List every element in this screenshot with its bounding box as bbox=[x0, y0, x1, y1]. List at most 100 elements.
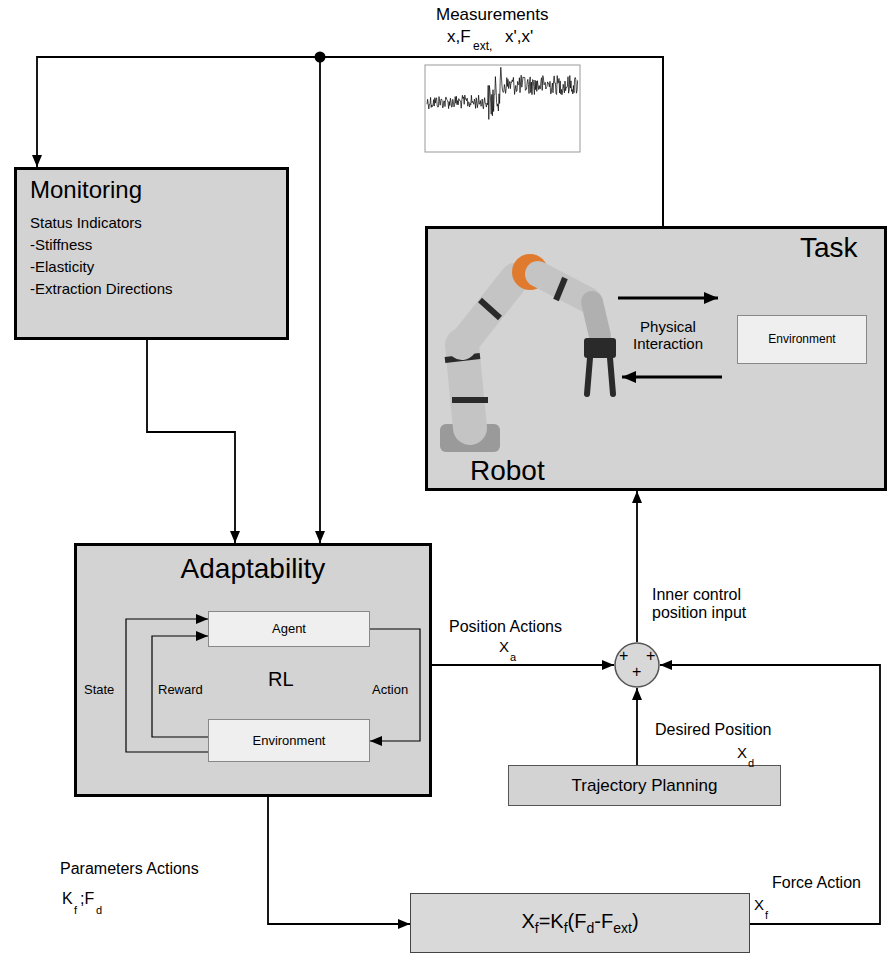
connector-arrow bbox=[370, 629, 420, 741]
interaction-label: Physical Interaction bbox=[616, 318, 720, 353]
formula-part: -F bbox=[594, 910, 613, 932]
edge-label: Parameters Actions bbox=[60, 860, 199, 877]
text-slot: + bbox=[632, 663, 641, 681]
text-row: Environment bbox=[253, 733, 326, 749]
signal-name: X bbox=[499, 638, 509, 655]
rl-label: RL bbox=[268, 668, 294, 690]
monitoring-box: MonitoringStatus Indicators -Stiffness -El… bbox=[14, 167, 289, 340]
signal-subscript: a bbox=[510, 651, 516, 663]
box-label: Environment bbox=[768, 332, 835, 346]
text-slot: RL bbox=[268, 668, 294, 691]
connector-arrow bbox=[147, 340, 235, 543]
text-slot: ;F bbox=[80, 890, 94, 908]
text-slot: + bbox=[619, 647, 628, 665]
plus-sign: + bbox=[619, 647, 628, 664]
text-slot: x',x' bbox=[505, 27, 533, 47]
connector-arrow bbox=[636, 688, 638, 765]
signal-name: x,F bbox=[447, 27, 471, 46]
connector-arrow bbox=[268, 797, 410, 924]
box-label: Agent bbox=[272, 621, 306, 636]
panel-heading: Monitoring bbox=[30, 176, 142, 203]
text-slot: d bbox=[748, 753, 754, 771]
signal-name: x',x' bbox=[505, 27, 533, 46]
formula-part: =K bbox=[539, 910, 564, 932]
signal-name: ;F bbox=[80, 890, 94, 907]
status-text: -Stiffness bbox=[30, 236, 92, 253]
text-slot: x,F bbox=[447, 27, 471, 47]
connector-arrow bbox=[37, 57, 663, 226]
text-slot: Task bbox=[800, 232, 858, 264]
text-slot: f bbox=[765, 905, 768, 923]
plus-sign: + bbox=[632, 663, 641, 680]
text-slot: Physical Interaction bbox=[616, 318, 720, 353]
text-slot: X bbox=[499, 638, 509, 656]
text-slot: X bbox=[737, 744, 747, 762]
edge-label: Force Action bbox=[772, 874, 861, 891]
connector-arrow bbox=[320, 57, 663, 543]
text-slot: Parameters Actions bbox=[60, 860, 199, 878]
plot-frame bbox=[425, 65, 580, 152]
connector-arrow bbox=[660, 665, 880, 924]
formula-part: d bbox=[587, 920, 595, 936]
box-label: Environment bbox=[253, 733, 326, 748]
edge-label: Position Actions bbox=[449, 618, 562, 635]
text-slot: Reward bbox=[158, 680, 203, 698]
formula-part: ) bbox=[632, 910, 639, 932]
edge-label: Action bbox=[372, 682, 408, 697]
text-slot: Measurements bbox=[436, 5, 548, 25]
status-text: -Elasticity bbox=[30, 258, 94, 275]
signal-trace bbox=[427, 67, 578, 119]
signal-name: K bbox=[62, 890, 73, 907]
formula-part: X bbox=[521, 910, 534, 932]
signal-subscript: ext, bbox=[473, 39, 492, 53]
text-slot: -Elasticity bbox=[30, 258, 94, 276]
text-row: Xf=Kf(Fd-Fext) bbox=[521, 910, 638, 936]
text-slot: Status Indicators bbox=[30, 214, 142, 232]
text-slot: Force Action bbox=[772, 874, 861, 892]
panel-heading: Task bbox=[800, 232, 858, 263]
adaptability-box: AdaptabilityRL AgentEnvironment bbox=[74, 543, 432, 797]
text-slot: K bbox=[62, 890, 73, 908]
interaction-arrow bbox=[618, 297, 718, 300]
formula-part: f bbox=[564, 920, 568, 936]
edge-label: Inner control position input bbox=[652, 586, 777, 623]
text-slot: Robot bbox=[470, 455, 545, 487]
text-row: Trajectory Planning bbox=[572, 776, 718, 796]
edge-label: Reward bbox=[158, 682, 203, 697]
formula-part: f bbox=[535, 920, 539, 936]
signal-name: X bbox=[737, 744, 747, 761]
text-row: Agent bbox=[272, 621, 306, 637]
process-box: Trajectory Planning bbox=[508, 765, 781, 806]
edge-label: Desired Position bbox=[655, 721, 772, 738]
connector-arrow bbox=[126, 619, 208, 752]
connector-arrow bbox=[432, 664, 614, 666]
signal-subscript: d bbox=[748, 757, 754, 769]
text-slot: Position Actions bbox=[449, 618, 562, 636]
robot-arm bbox=[440, 254, 616, 452]
signal-subscript: d bbox=[96, 904, 102, 916]
text-slot: State bbox=[84, 680, 114, 698]
interaction-arrow bbox=[622, 376, 722, 379]
text-slot: Adaptability bbox=[77, 553, 429, 585]
text-slot: -Extraction Directions bbox=[30, 280, 173, 298]
robot-label: Robot bbox=[470, 455, 545, 486]
signal-name: X bbox=[754, 896, 764, 913]
formula-box: Xf=Kf(Fd-Fext) bbox=[410, 893, 750, 953]
status-text: -Extraction Directions bbox=[30, 280, 173, 297]
text-slot: -Stiffness bbox=[30, 236, 92, 254]
text-slot: d bbox=[96, 900, 102, 918]
text-slot: X bbox=[754, 896, 764, 914]
sum-junction: +++ bbox=[614, 642, 660, 688]
connector-arrow bbox=[152, 636, 208, 737]
connector-arrow bbox=[636, 491, 638, 642]
agent-box: Agent bbox=[208, 611, 370, 647]
text-slot: a bbox=[510, 647, 516, 665]
text-slot: f bbox=[74, 900, 77, 918]
text-slot: Monitoring bbox=[30, 176, 142, 204]
text-slot: ext, bbox=[473, 36, 492, 54]
text-slot: + bbox=[646, 647, 655, 665]
edge-label: State bbox=[84, 682, 114, 697]
plus-sign: + bbox=[646, 647, 655, 664]
